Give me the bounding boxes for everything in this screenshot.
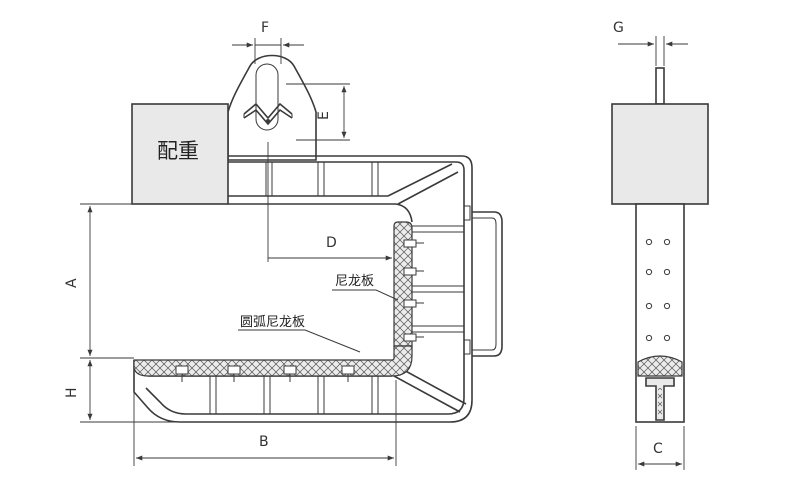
side-counterweight-block [611, 103, 709, 205]
dim-G-label: G [613, 20, 624, 36]
dim-H: H [64, 360, 180, 423]
side-nylon-section [637, 355, 683, 377]
side-handle [472, 211, 503, 357]
dim-D: D [267, 142, 392, 262]
dim-F: F [232, 20, 304, 64]
dim-E-label: E [316, 111, 332, 120]
dim-E: E [286, 83, 350, 141]
dim-F-label: F [261, 20, 269, 36]
arc-nylon-plate-leader [238, 329, 361, 353]
dim-H-label: H [64, 387, 80, 398]
side-lug-rod [655, 67, 665, 105]
side-view: G C [611, 20, 709, 470]
dim-G: G [613, 20, 688, 66]
arc-nylon-plate-label: 圆弧尼龙板 [240, 315, 305, 330]
lifting-lug [227, 54, 317, 161]
dim-C-label: C [653, 441, 663, 457]
dim-B-label: B [259, 434, 269, 450]
arc-nylon-plate [133, 345, 413, 382]
dim-C: C [635, 426, 685, 470]
nylon-plate-leader [332, 289, 399, 301]
counterweight-label: 配重 [157, 139, 199, 163]
nylon-plate-vertical [393, 221, 424, 347]
dim-A-label: A [64, 278, 80, 288]
front-view: 配重 [64, 20, 503, 466]
dim-A: A [64, 203, 228, 359]
dim-D-label: D [326, 235, 337, 251]
frame [133, 155, 473, 423]
nylon-plate-label: 尼龙板 [335, 274, 374, 289]
dim-B: B [133, 380, 397, 466]
side-bolt-holes [645, 238, 671, 342]
